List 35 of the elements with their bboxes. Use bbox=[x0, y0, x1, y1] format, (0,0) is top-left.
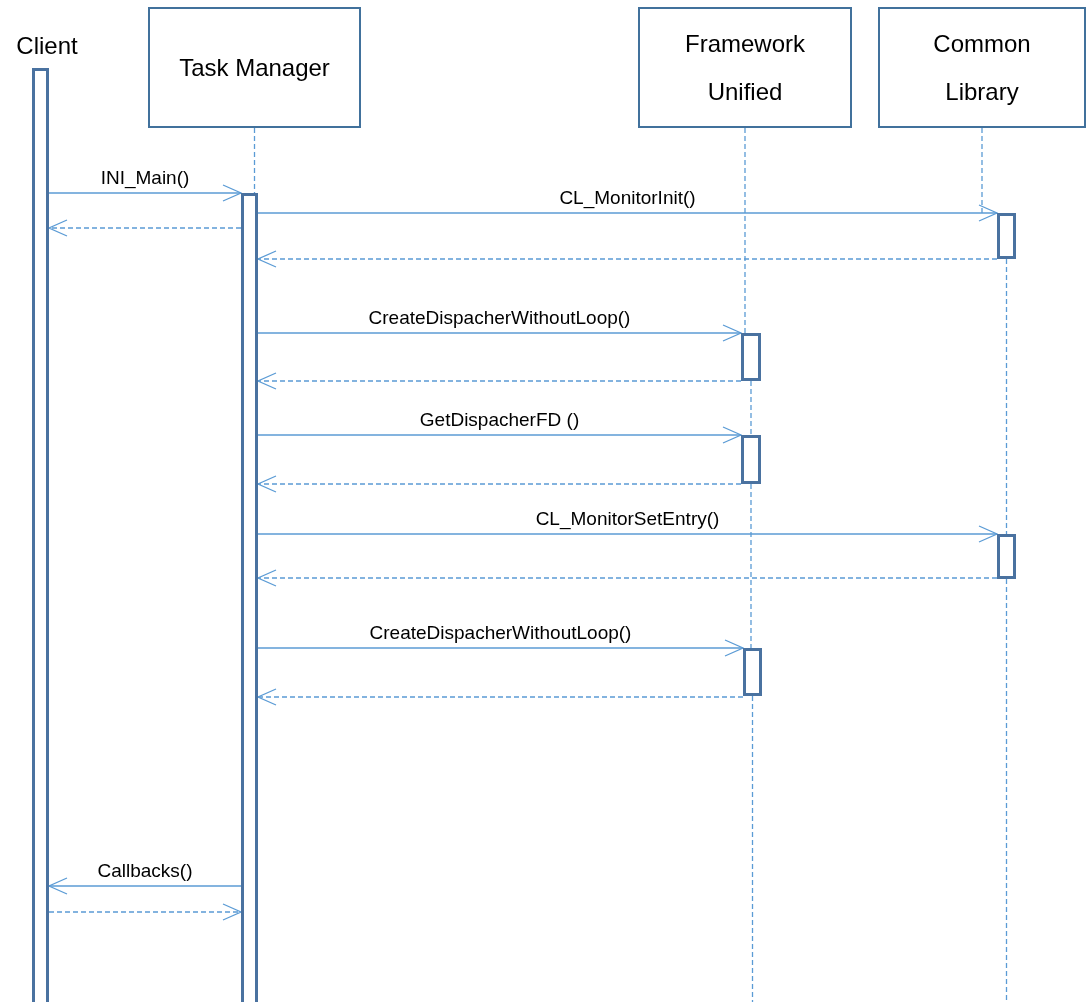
message-arrow bbox=[48, 184, 242, 202]
lifeline bbox=[1005, 578, 1008, 1002]
activation-bar bbox=[997, 534, 1016, 579]
participant-label: Client bbox=[0, 25, 94, 67]
activation-bar bbox=[32, 68, 49, 1002]
participant-box bbox=[638, 7, 852, 128]
message-arrow bbox=[257, 426, 742, 444]
activation-bar bbox=[997, 213, 1016, 259]
lifeline bbox=[744, 127, 746, 334]
lifeline bbox=[751, 695, 754, 1002]
participant-box bbox=[878, 7, 1086, 128]
activation-bar bbox=[241, 193, 258, 1002]
participant-name: Task Manager bbox=[179, 52, 330, 83]
lifeline bbox=[750, 380, 752, 436]
participant-name: Framework Unified bbox=[684, 28, 806, 107]
message-arrow bbox=[257, 204, 998, 222]
message-arrow bbox=[257, 324, 742, 342]
message-arrow bbox=[257, 639, 744, 657]
return-arrow bbox=[257, 250, 998, 268]
participant-box bbox=[148, 7, 361, 128]
message-arrow bbox=[257, 525, 998, 543]
return-arrow bbox=[257, 569, 998, 587]
participant-name: Common Library bbox=[932, 28, 1032, 107]
return-arrow bbox=[257, 475, 742, 493]
lifeline bbox=[981, 127, 983, 214]
activation-bar bbox=[741, 333, 761, 381]
return-arrow bbox=[257, 688, 744, 706]
lifeline bbox=[750, 483, 752, 649]
activation-bar bbox=[743, 648, 762, 696]
message-arrow bbox=[48, 877, 242, 895]
return-arrow bbox=[48, 219, 242, 237]
activation-bar bbox=[741, 435, 761, 484]
lifeline bbox=[1005, 258, 1008, 535]
return-arrow bbox=[257, 372, 742, 390]
return-arrow bbox=[48, 903, 242, 921]
